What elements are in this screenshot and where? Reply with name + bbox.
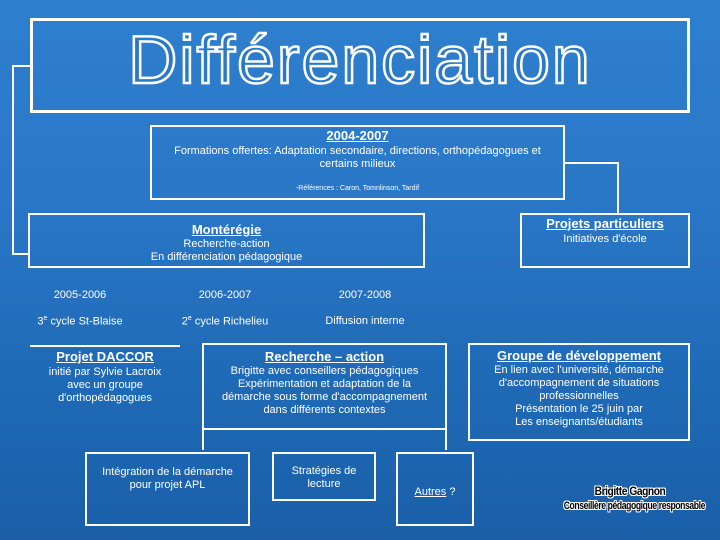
year-2007-2008: 2007-2008 Diffusion interne [310,276,420,341]
diffusion-label: Diffusion interne [325,314,405,327]
integration-box [85,452,250,526]
daccor-top-line [30,345,180,347]
year-2006-2007: 2006-2007 2e cycle Richelieu [170,276,280,342]
recherche-box [202,343,447,430]
signature: Brigitte Gagnon Conseillère pédagogique … [545,483,715,513]
main-text: Formations offertes: Adaptation secondai… [174,145,541,170]
groupe-text: En lien avec l'université, démarche d'ac… [494,364,664,428]
bracket-right [445,428,447,450]
year-label: 2007-2008 [338,288,392,301]
slide-title: Différenciation [127,21,592,100]
daccor-text: initié par Sylvie Lacroix avec un groupe… [48,366,162,404]
feedback-line-vertical [12,65,14,255]
main-references: -Références : Caron, Tomnlinson, Tardif [295,185,420,192]
groupe-box [468,343,690,441]
feedback-line-top [12,65,32,67]
groupe-title: Groupe de développement [497,348,661,363]
strategies-text: Stratégies de lecture [291,465,357,490]
autres-text: Autres ? [396,473,474,499]
autres-suffix: ? [446,485,456,498]
projets-text: Initiatives d'école [563,233,647,245]
feedback-line-bottom [12,253,30,255]
year-label: 2005-2006 [53,288,107,301]
year-2005-2006: 2005-2006 3e cycle St-Blaise [25,276,135,342]
monteregie-text: Recherche-action En différenciation péda… [150,238,303,263]
year-label: 2006-2007 [198,288,252,301]
projets-title: Projets particuliers [546,216,664,231]
integration-text: Intégration de la démarche pour projet A… [102,466,233,491]
recherche-text: Brigitte avec conseillers pédagogiques E… [221,365,428,416]
projets-box [520,213,690,268]
autres-box [396,452,474,526]
cycle-label: 3e cycle St-Blaise [37,314,123,328]
connector-to-projets [617,162,619,214]
monteregie-box [28,213,425,268]
strategies-box [272,452,376,501]
bracket-left [202,428,204,450]
main-period: 2004-2007 [326,128,389,143]
daccor-title: Projet DACCOR [56,349,154,364]
connector-main-right [564,162,619,164]
autres-link[interactable]: Autres [414,485,447,498]
signature-role: Conseillère pédagogique responsable [563,500,706,512]
signature-name: Brigitte Gagnon [594,484,666,498]
recherche-title: Recherche – action [264,349,385,364]
monteregie-title: Montérégie [191,222,262,237]
cycle-label: 2e cycle Richelieu [181,314,269,328]
